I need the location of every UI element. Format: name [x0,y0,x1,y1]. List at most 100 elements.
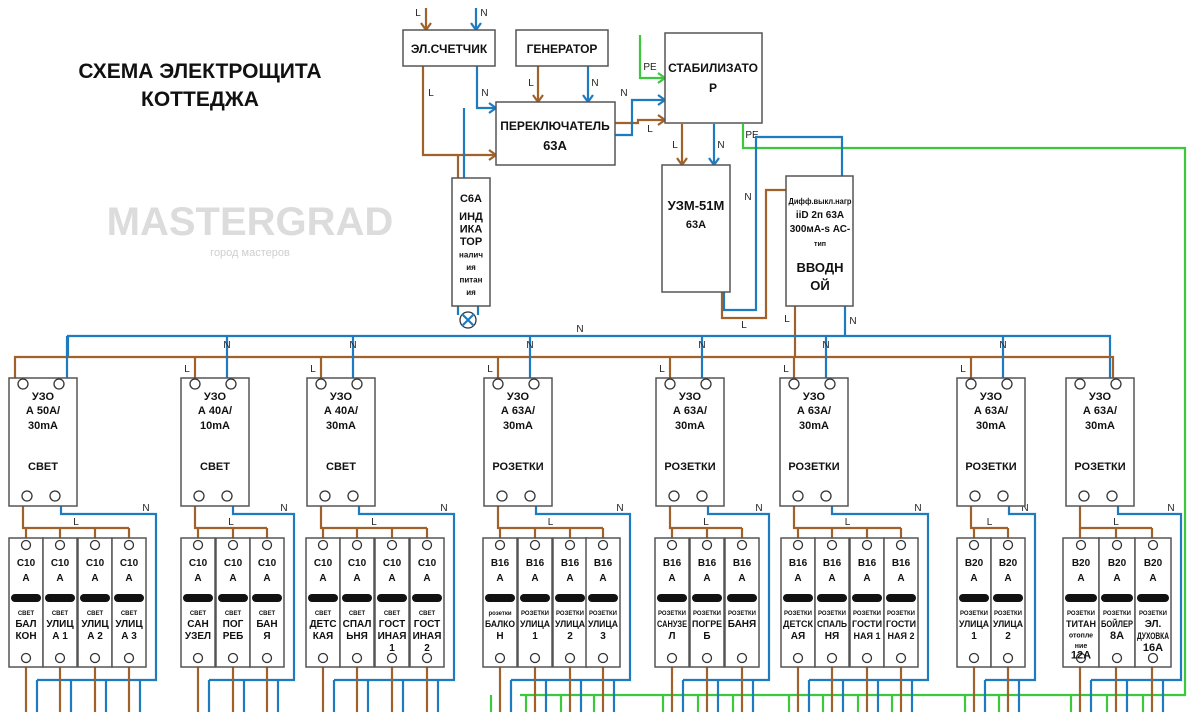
breaker-circuit-name: УЛИЦА [959,619,989,629]
rcd-box [655,377,725,507]
wire-label: L [784,314,790,325]
wire-label: L [647,124,653,135]
wire-label: L [783,364,789,375]
rcd-sensitivity: 30mA [1085,420,1115,432]
breaker-box [780,537,816,668]
breaker-rating-unit: А [828,573,835,584]
rcd-rating: А 50А/ [26,405,60,417]
breaker-circuit-name: НАЯ 1 [854,631,881,641]
indicator-text: ия [466,263,476,272]
terminal-icon [1111,652,1123,664]
breaker-toggle [342,594,372,602]
breaker-box [552,537,588,668]
group-n-wire [511,506,632,682]
breaker-circuit-type: РОЗЕТКИ [556,611,584,617]
breaker-circuit-name: САНУЗЕ [657,619,687,629]
wire-label: N [744,192,751,203]
wire-label: L [415,8,421,19]
wire-label: L [987,517,993,528]
terminal-icon [1075,539,1087,551]
wire-label: L [371,517,377,528]
breaker-circuit-type: СВЕТ [225,611,242,617]
terminal-icon [969,490,981,502]
breaker-circuit-name: 1 [532,631,538,642]
breaker-circuit-name: ПОГРЕ [692,619,722,629]
breaker-circuit-name: А 3 [121,631,137,642]
breaker-circuit-name: БАЛКО [485,619,515,629]
wire-label: N [914,503,921,514]
wire-label: N [142,503,149,514]
terminal-icon [861,539,873,551]
breaker-circuit-name: 2 [1005,631,1011,642]
wire-label: L [184,364,190,375]
breaker-circuit-name: ГОСТИ [886,619,916,629]
rcd-type: УЗО [507,391,530,403]
terminal-icon [736,652,748,664]
breaker-toggle [80,594,110,602]
switch-rating: 63А [543,138,567,153]
breaker-rating: В20 [1108,558,1127,569]
terminal-icon [21,490,33,502]
terminal-icon [386,652,398,664]
breaker-circuit-name: А 1 [52,631,68,642]
wire-label: L [960,364,966,375]
terminal-icon [123,539,135,551]
rcd-purpose: СВЕТ [326,461,356,473]
breaker-rating-unit: А [1113,573,1120,584]
meter-n-to-switch-wire [475,66,496,110]
breaker-circuit-type: РОЗЕТКИ [658,611,686,617]
terminal-icon [597,539,609,551]
wire-label: L [73,517,79,528]
group-l-wire [668,506,742,530]
wire-label: PE [745,130,759,141]
breaker-rating: В16 [733,558,752,569]
terminal-icon [89,539,101,551]
wire-label: N [576,324,583,335]
rcd-purpose: СВЕТ [28,461,58,473]
rcd-rating: А 63А/ [501,405,535,417]
main-rcd-class: тип [814,241,826,248]
terminal-icon [564,652,576,664]
breaker-toggle [727,594,757,602]
generator-label: ГЕНЕРАТОР [527,42,598,56]
breaker-box [249,537,285,668]
terminal-icon [824,378,836,390]
breaker-rating-unit: А [531,573,538,584]
wire-label: N [481,88,488,99]
uzm-label: УЗМ-51М [668,198,725,213]
terminal-icon [895,539,907,551]
wire-label: N [755,503,762,514]
breaker-toggle [692,594,722,602]
terminal-icon [317,539,329,551]
stabilizer-box [664,32,763,124]
stabilizer-label-2: Р [709,81,717,95]
wire-label: N [223,340,230,351]
breaker-rating: С10 [314,558,333,569]
rcd-sensitivity: 30mA [799,420,829,432]
terminal-icon [492,378,504,390]
main-rcd-name: ВВОДН [796,260,843,275]
group-n-wire [683,506,771,682]
rcd-box [180,377,250,507]
breaker-toggle [657,594,687,602]
group-l-wire [496,506,603,530]
breaker-rating-unit: А [863,573,870,584]
breaker-rating-unit: А [703,573,710,584]
wire-label: N [1167,503,1174,514]
breaker-circuit-name: ДУХОВКА [1137,631,1169,641]
breaker-toggle [11,594,41,602]
breaker-toggle [1065,594,1097,602]
breaker-rating: В16 [561,558,580,569]
breaker-box [990,537,1026,668]
breaker-rating: В16 [491,558,510,569]
breaker-circuit-name: ДЕТС [309,619,336,630]
terminal-icon [664,378,676,390]
terminal-icon [1106,490,1118,502]
terminal-icon [701,652,713,664]
breaker-circuit-name: ИНАЯ [413,631,442,642]
breaker-circuit-name: ДЕТСК [783,619,813,629]
breaker-toggle [1137,594,1169,602]
wire-label: N [1021,503,1028,514]
breaker-circuit-name: УЛИЦ [115,619,143,630]
wire-label: L [228,517,234,528]
